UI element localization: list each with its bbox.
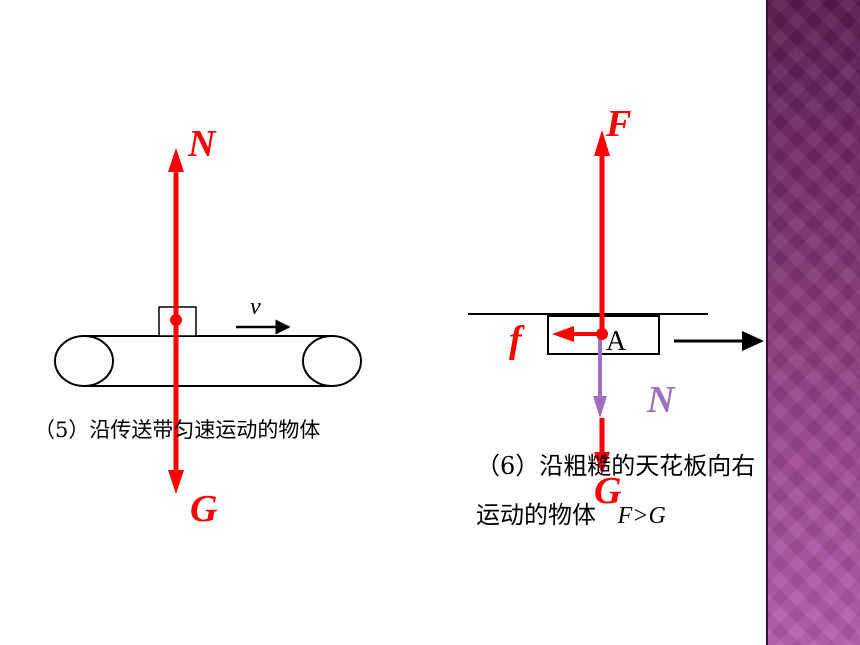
gravity-label-6: G — [594, 470, 622, 512]
normal-force-arrowhead-6 — [593, 396, 607, 418]
caption-6-math: F>G — [617, 503, 666, 529]
ceiling-diagram: A v F N G f — [468, 103, 786, 512]
applied-force-arrowhead — [594, 130, 610, 156]
caption-6-text: 运动的物体 — [476, 501, 596, 529]
caption-6-line1: （6）沿粗糙的天花板向右 — [476, 452, 756, 480]
friction-arrowhead — [552, 326, 574, 342]
caption-5: （5）沿传送带匀速运动的物体 — [34, 418, 321, 442]
normal-force-label-6: N — [646, 379, 676, 421]
velocity-arrowhead-6 — [742, 331, 764, 351]
normal-force-arrowhead — [168, 148, 184, 172]
center-dot — [170, 314, 182, 326]
caption-6-line2: 运动的物体 F>G — [476, 495, 666, 530]
center-dot-6 — [596, 328, 608, 340]
right-pulley — [302, 335, 362, 387]
gravity-label: G — [190, 488, 218, 530]
gravity-arrowhead-6 — [594, 452, 610, 475]
applied-force-label: F — [605, 103, 631, 145]
friction-label: f — [509, 319, 525, 361]
conveyor-diagram: v N G — [54, 123, 362, 530]
normal-force-label: N — [187, 123, 217, 165]
velocity-label: v — [250, 294, 261, 320]
gravity-arrowhead — [168, 470, 184, 494]
block-label: A — [606, 326, 627, 357]
left-pulley — [54, 335, 114, 387]
decorative-sidebar — [766, 0, 860, 645]
